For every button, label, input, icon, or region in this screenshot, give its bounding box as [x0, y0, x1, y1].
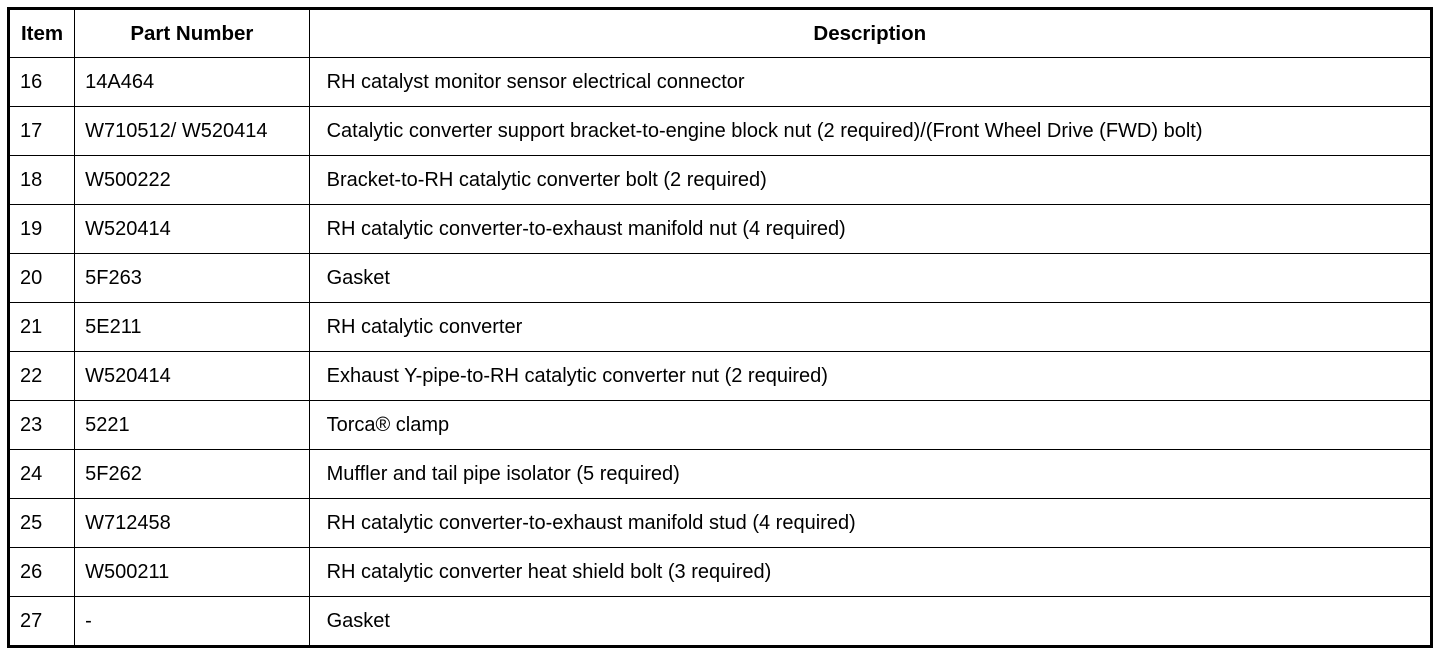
table-row: 24 5F262 Muffler and tail pipe isolator …	[7, 449, 1433, 499]
table-row: 27 - Gasket	[7, 596, 1433, 647]
cell-description: RH catalyst monitor sensor electrical co…	[308, 57, 1433, 107]
cell-part-number: 5E211	[74, 302, 310, 352]
cell-item: 18	[7, 155, 76, 205]
table-row: 23 5221 Torca® clamp	[7, 400, 1433, 450]
cell-part-number: 5F263	[74, 253, 310, 303]
cell-description: Bracket-to-RH catalytic converter bolt (…	[308, 155, 1433, 205]
cell-description: RH catalytic converter-to-exhaust manifo…	[308, 204, 1433, 254]
table-header-row: Item Part Number Description	[7, 8, 1433, 58]
cell-part-number: W500211	[74, 547, 310, 597]
cell-item: 24	[7, 449, 76, 499]
cell-item: 27	[7, 596, 76, 647]
cell-part-number: 5F262	[74, 449, 310, 499]
table-row: 17 W710512/ W520414 Catalytic converter …	[7, 106, 1433, 156]
table-row: 25 W712458 RH catalytic converter-to-exh…	[7, 498, 1433, 548]
cell-item: 17	[7, 106, 76, 156]
table-body: 16 14A464 RH catalyst monitor sensor ele…	[7, 57, 1433, 647]
cell-part-number: 5221	[74, 400, 310, 450]
cell-part-number: W500222	[74, 155, 310, 205]
cell-description: RH catalytic converter-to-exhaust manifo…	[308, 498, 1433, 548]
cell-item: 20	[7, 253, 76, 303]
cell-description: Gasket	[308, 253, 1433, 303]
cell-description: Torca® clamp	[308, 400, 1433, 450]
cell-item: 23	[7, 400, 76, 450]
table-header: Item Part Number Description	[7, 8, 1433, 58]
cell-item: 16	[7, 57, 76, 107]
table-row: 22 W520414 Exhaust Y-pipe-to-RH catalyti…	[7, 351, 1433, 401]
cell-item: 26	[7, 547, 76, 597]
cell-part-number: W520414	[74, 351, 310, 401]
parts-list-table: Item Part Number Description 16 14A464 R…	[7, 7, 1433, 648]
cell-item: 25	[7, 498, 76, 548]
cell-item: 19	[7, 204, 76, 254]
cell-description: RH catalytic converter heat shield bolt …	[308, 547, 1433, 597]
cell-part-number: W712458	[74, 498, 310, 548]
cell-part-number: W520414	[74, 204, 310, 254]
column-header-item: Item	[7, 8, 76, 58]
cell-item: 22	[7, 351, 76, 401]
table-row: 20 5F263 Gasket	[7, 253, 1433, 303]
column-header-part-number: Part Number	[74, 8, 310, 58]
table-row: 26 W500211 RH catalytic converter heat s…	[7, 547, 1433, 597]
table-row: 16 14A464 RH catalyst monitor sensor ele…	[7, 57, 1433, 107]
table-row: 21 5E211 RH catalytic converter	[7, 302, 1433, 352]
table-row: 19 W520414 RH catalytic converter-to-exh…	[7, 204, 1433, 254]
cell-description: Exhaust Y-pipe-to-RH catalytic converter…	[308, 351, 1433, 401]
cell-description: Muffler and tail pipe isolator (5 requir…	[308, 449, 1433, 499]
cell-description: RH catalytic converter	[308, 302, 1433, 352]
cell-part-number: -	[74, 596, 310, 647]
cell-description: Gasket	[308, 596, 1433, 647]
table-row: 18 W500222 Bracket-to-RH catalytic conve…	[7, 155, 1433, 205]
cell-description: Catalytic converter support bracket-to-e…	[308, 106, 1433, 156]
cell-part-number: W710512/ W520414	[74, 106, 310, 156]
cell-part-number: 14A464	[74, 57, 310, 107]
column-header-description: Description	[308, 8, 1433, 58]
cell-item: 21	[7, 302, 76, 352]
